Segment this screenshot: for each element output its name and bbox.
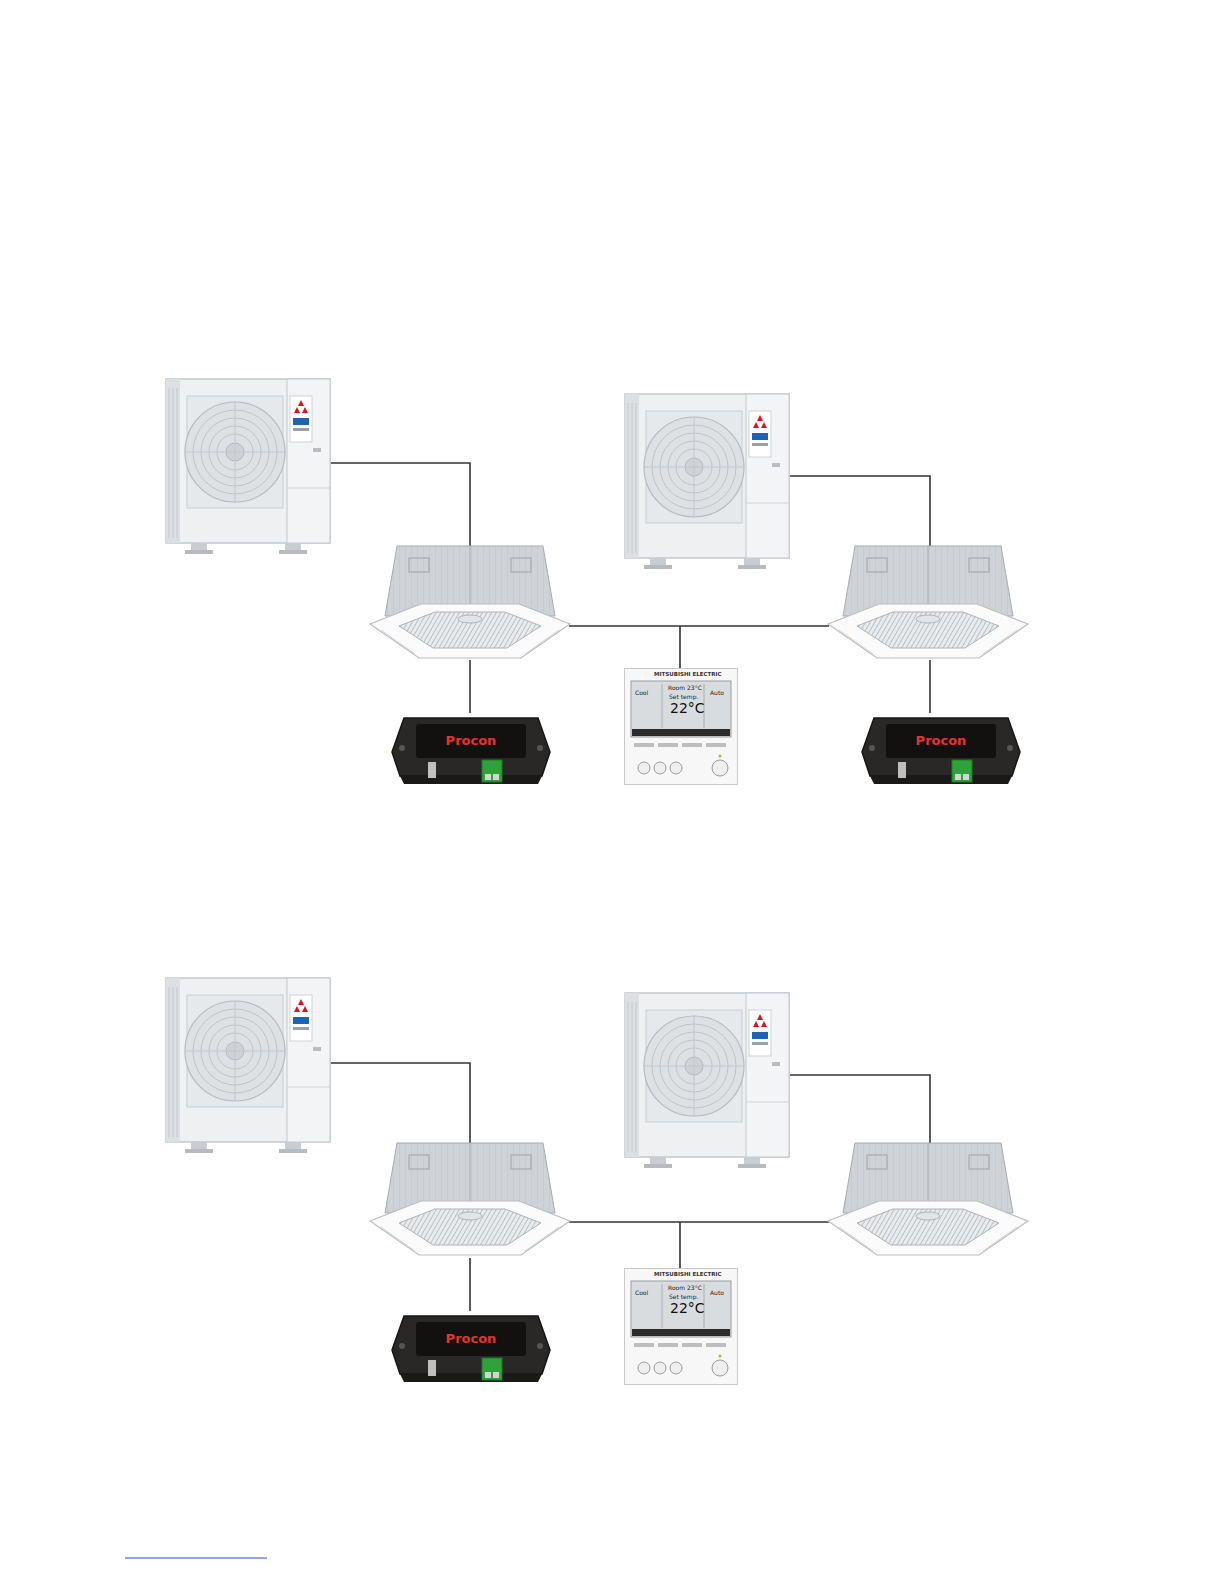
outdoor-unit bbox=[625, 993, 789, 1168]
device-label: Procon bbox=[446, 734, 497, 748]
display-text: Auto bbox=[710, 690, 724, 697]
brand-label: MITSUBISHI ELECTRIC bbox=[654, 671, 722, 677]
outdoor-unit bbox=[625, 394, 789, 569]
remote-controller: MITSUBISHI ELECTRIC Room 23°C Set temp.22°… bbox=[624, 668, 738, 785]
display-text: 22°C bbox=[670, 1301, 705, 1316]
display-text: Set temp. bbox=[669, 694, 698, 701]
display-text: Room 23°C bbox=[668, 685, 702, 692]
cassette-unit bbox=[828, 1143, 1028, 1255]
display-text: 22°C bbox=[670, 701, 705, 716]
procon-housing bbox=[860, 712, 1022, 786]
display-text: Room 23°C bbox=[668, 1285, 702, 1292]
brand-label: MITSUBISHI ELECTRIC bbox=[654, 1271, 722, 1277]
display-text: Auto bbox=[710, 1290, 724, 1297]
procon-interface: Procon bbox=[390, 1310, 552, 1384]
device-label: Procon bbox=[916, 734, 967, 748]
display-text: Cool bbox=[635, 1290, 648, 1297]
cassette-unit bbox=[828, 546, 1028, 658]
device-label: Procon bbox=[446, 1332, 497, 1346]
outdoor-unit bbox=[166, 379, 330, 554]
cassette-unit bbox=[370, 1143, 570, 1255]
outdoor-unit bbox=[166, 978, 330, 1153]
remote-controller: MITSUBISHI ELECTRIC Room 23°C Set temp.22°… bbox=[624, 1268, 738, 1385]
procon-interface: Procon bbox=[860, 712, 1022, 786]
display-text: Set temp. bbox=[669, 1294, 698, 1301]
link-underline bbox=[125, 1557, 267, 1558]
procon-housing bbox=[390, 712, 552, 786]
procon-interface: Procon bbox=[390, 712, 552, 786]
procon-housing bbox=[390, 1310, 552, 1384]
display-text: Cool bbox=[635, 690, 648, 697]
cassette-unit bbox=[370, 546, 570, 658]
